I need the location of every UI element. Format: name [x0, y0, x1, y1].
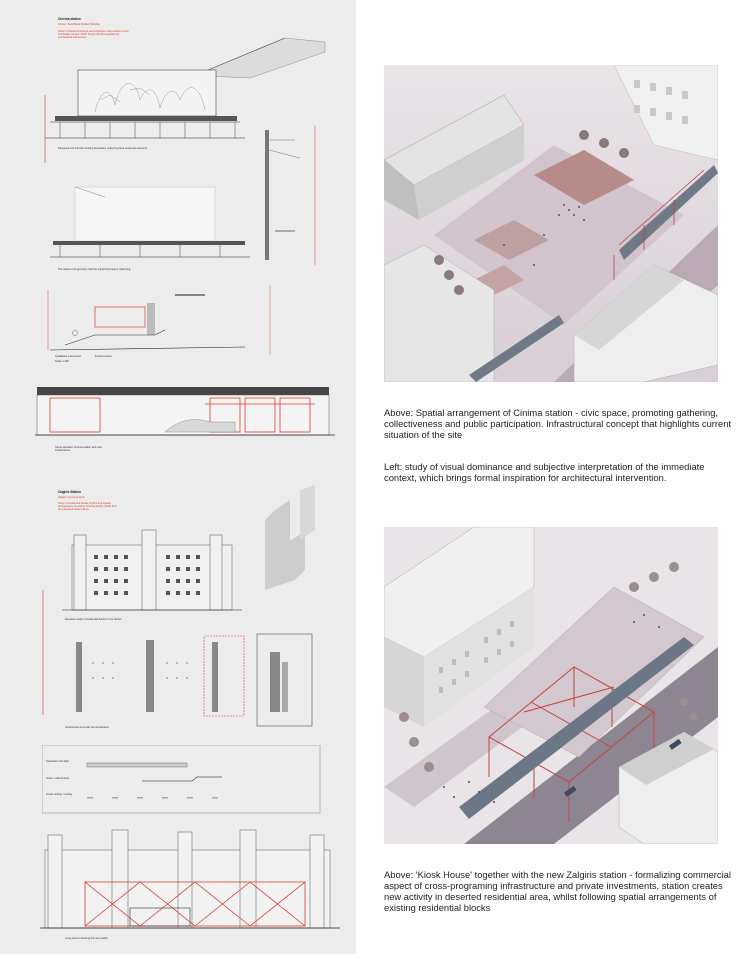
cinema-intro: Study of visual dominance and subjective…: [58, 30, 129, 40]
zalgiris-note-d: Green / wall division: [46, 777, 70, 780]
zalgiris-note-e: Linear rooftop / roofing: [46, 793, 73, 796]
zalgiris-note-c: Separation line light: [46, 760, 69, 763]
kiosk-caption-above: Above: 'Kiosk House' together with the n…: [384, 869, 731, 913]
legend-box-drawing: [42, 745, 321, 814]
cinema-note-a: Designed and built the existing foundati…: [58, 147, 147, 150]
facade-silhouette-drawing: [265, 485, 315, 590]
zalgiris-heading: Zalgiris Station: [58, 490, 82, 494]
cinema-caption-left: Left: study of visual dominance and subj…: [384, 461, 705, 483]
cinema-section-drawing: [47, 285, 271, 355]
cinema-elevation-drawing: [45, 69, 245, 139]
street-elevation-drawing: [35, 387, 335, 436]
kiosk-house-render: [384, 527, 718, 844]
zalgiris-note-a: Elevation study of residential blocks in…: [65, 618, 122, 621]
zalgiris-subheading: Zalgiris / Housing block: [58, 496, 85, 499]
cinema-note-f: Street elevation Cinema station with new…: [55, 446, 102, 453]
cinema-note-c: Qualitative intersection: [55, 355, 82, 358]
cinema-heading: Cinema station: [58, 17, 81, 21]
cinema-note-d: Scale 1:100: [55, 360, 69, 363]
zalgiris-intro: Study of residential facade rhythm and s…: [58, 502, 117, 512]
cinema-note-e: Entrance level: [95, 355, 112, 358]
render-panel: Above: Spatial arrangement of Cinima sta…: [356, 0, 756, 954]
zalgiris-elevation-drawing: [40, 829, 340, 929]
cinema-subheading: Vilnius / Sand Bank Modern Building: [58, 23, 100, 26]
cinema-caption-above: Above: Spatial arrangement of Cinima sta…: [384, 407, 732, 440]
roof-geometry-drawing: [50, 186, 250, 258]
vertical-elements-drawing: [76, 635, 245, 717]
column-section-drawing: [265, 125, 316, 265]
dimension-marker-bottom: [42, 590, 44, 715]
cinema-note-b: The station roof geometry that the suppo…: [58, 268, 131, 271]
zalgiris-note-b: Vertical elements with served distance: [65, 726, 109, 729]
housing-elevation-drawing: [62, 529, 242, 611]
cinema-station-render: [384, 65, 718, 382]
dimension-marker: [44, 95, 46, 163]
drawing-panel: Cinema station Vilnius / Sand Bank Moder…: [0, 0, 356, 954]
column-detail-drawing: [256, 633, 313, 727]
zalgiris-note-f: Long section showing the new station: [65, 937, 109, 940]
